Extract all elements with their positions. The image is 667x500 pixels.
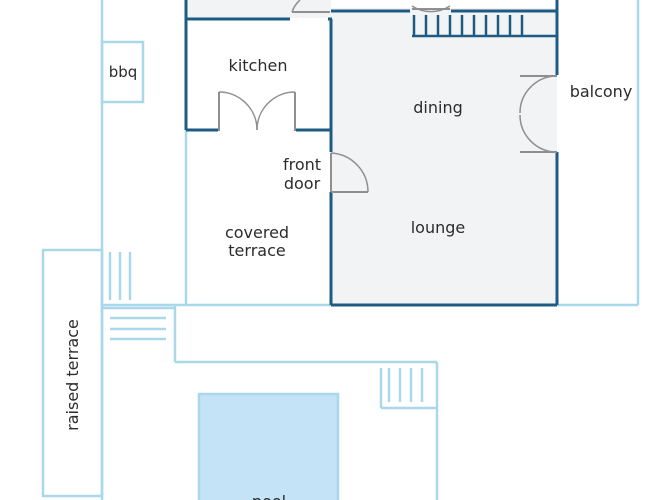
lower-deck-outline xyxy=(100,305,439,500)
lounge-label: lounge xyxy=(411,218,466,237)
raised-terrace-label: raised terrace xyxy=(63,319,82,431)
bbq-label: bbq xyxy=(109,63,138,81)
side-steps-icon xyxy=(108,252,132,300)
interior-walls xyxy=(184,0,559,307)
dining-label: dining xyxy=(413,98,462,117)
pool xyxy=(197,392,340,500)
covered-terrace-label-line2: terrace xyxy=(228,241,285,260)
balcony-label: balcony xyxy=(570,82,633,101)
kitchen-label: kitchen xyxy=(229,56,288,75)
front-door-label-line2: door xyxy=(284,174,321,193)
front-door-icon xyxy=(330,152,369,193)
top-door-icon xyxy=(291,0,451,13)
covered-terrace-label-line1: covered xyxy=(225,223,289,242)
interior-floor xyxy=(331,8,557,305)
bbq-box xyxy=(100,40,145,104)
front-door-label-line1: front xyxy=(283,155,321,174)
kitchen-door-icon xyxy=(218,91,296,131)
pool-label: pool xyxy=(252,492,286,500)
balcony-door-icon xyxy=(519,75,558,153)
pool-steps-icon xyxy=(379,368,437,410)
interior-stairs-icon xyxy=(412,15,556,38)
deck-steps-icon xyxy=(102,306,175,341)
kitchen-top-floor xyxy=(186,0,331,18)
